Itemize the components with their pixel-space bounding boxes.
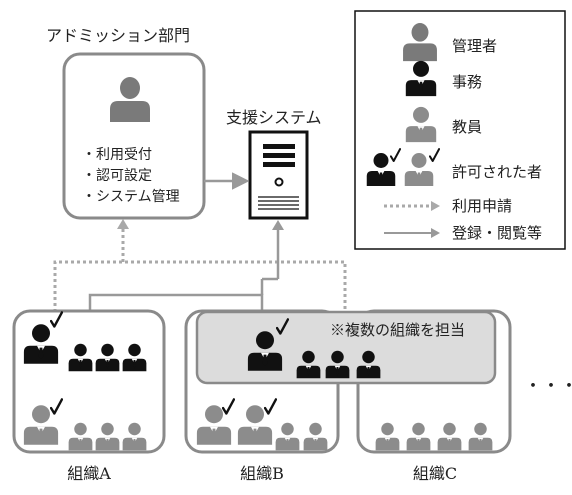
legend-admin-label: 管理者 bbox=[452, 37, 497, 55]
shared-responsibility-note: ※複数の組織を担当 bbox=[330, 321, 465, 339]
admin-item-reception: ・利用受付 bbox=[82, 147, 152, 163]
more-organizations-ellipsis: ・・・ bbox=[524, 376, 572, 397]
legend: 管理者 事務 教員 許可された者 利用申請 登録・閲覧等 bbox=[354, 10, 566, 250]
server-icon bbox=[248, 130, 309, 220]
application-lines bbox=[53, 226, 347, 318]
admin-department-box bbox=[62, 52, 206, 220]
admin-department-title: アドミッション部門 bbox=[46, 26, 190, 45]
support-system-title: 支援システム bbox=[226, 108, 322, 127]
organization-c-label: 組織C bbox=[413, 464, 457, 483]
solid-arrow-head bbox=[431, 228, 440, 238]
registration-arrowhead bbox=[272, 220, 284, 230]
legend-application-label: 利用申請 bbox=[452, 197, 512, 215]
admin-item-system-management: ・システム管理 bbox=[82, 189, 180, 205]
legend-permitted-label: 許可された者 bbox=[452, 163, 542, 181]
legend-box bbox=[354, 10, 566, 250]
organization-b-label: 組織B bbox=[240, 464, 284, 483]
legend-registration-label: 登録・閲覧等 bbox=[452, 224, 542, 242]
legend-faculty-label: 教員 bbox=[452, 118, 482, 136]
registration-lines bbox=[88, 228, 280, 318]
admin-item-authorization: ・認可設定 bbox=[82, 168, 152, 184]
organization-a-label: 組織A bbox=[67, 464, 111, 483]
dotted-arrow-head bbox=[431, 201, 440, 211]
legend-office-label: 事務 bbox=[452, 73, 482, 91]
application-arrowhead bbox=[117, 219, 129, 229]
